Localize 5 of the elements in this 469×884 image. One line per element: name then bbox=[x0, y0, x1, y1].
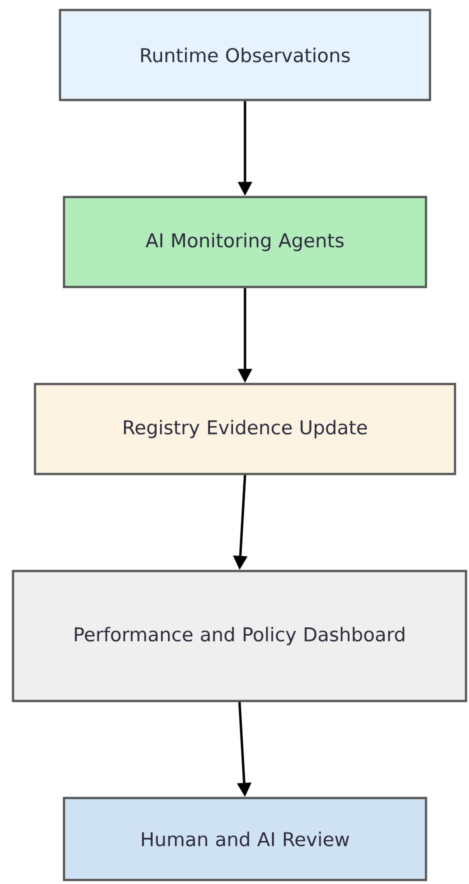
process-box: Registry Evidence Update bbox=[34, 382, 456, 476]
process-box: Runtime Observations bbox=[58, 8, 432, 102]
process-box: AI Monitoring Agents bbox=[62, 196, 428, 288]
process-box: Human and AI Review bbox=[62, 796, 428, 882]
process-box: Performance and Policy Dashboard bbox=[12, 570, 468, 702]
